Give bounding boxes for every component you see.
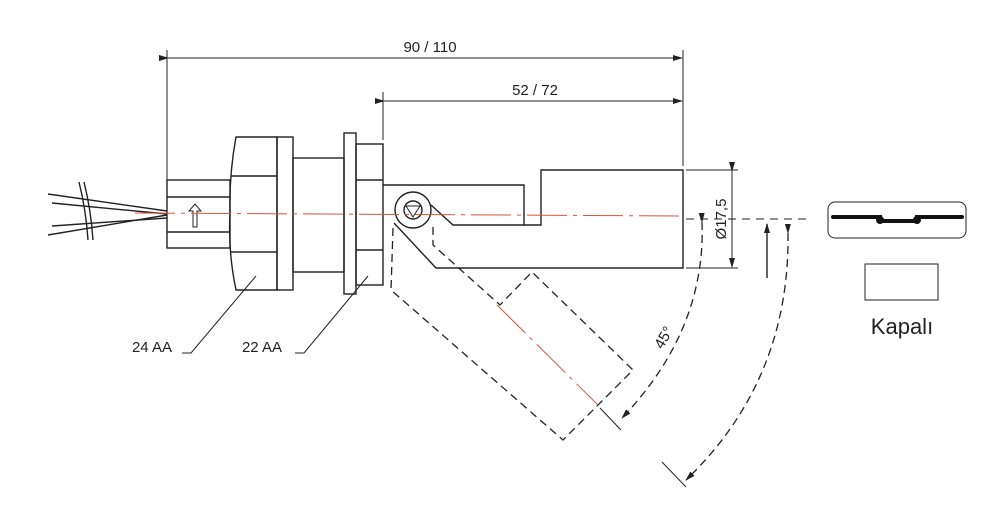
arrow-up-icon (187, 203, 203, 228)
nut-labels: 24 AA 22 AA (132, 275, 369, 356)
overall-length-label: 90 / 110 (403, 39, 456, 56)
nut-22aa-label: 22 AA (242, 339, 282, 356)
tilted-float-position (390, 226, 634, 441)
diameter-label: Ø17,5 (713, 199, 730, 240)
pivot-icon (403, 200, 423, 220)
connector (166, 179, 231, 249)
hex-nut-24aa (228, 136, 294, 291)
cable-wires (47, 181, 168, 241)
tilted-centerline (496, 304, 599, 406)
nut-24aa-label: 24 AA (132, 339, 172, 356)
angle-dimension: 45° (599, 212, 791, 488)
state-box (864, 263, 939, 301)
body (292, 157, 345, 273)
overall-length-dimension: 90 / 110 (159, 39, 684, 180)
switch-symbol: Kapalı (827, 201, 967, 339)
hex-nut-22aa (343, 132, 384, 295)
float-assembly (383, 169, 684, 269)
float-length-label: 52 / 72 (512, 82, 558, 99)
centerline (134, 212, 684, 217)
switch-state-label: Kapalı (871, 314, 933, 339)
float-length-dimension: 52 / 72 (375, 82, 683, 140)
